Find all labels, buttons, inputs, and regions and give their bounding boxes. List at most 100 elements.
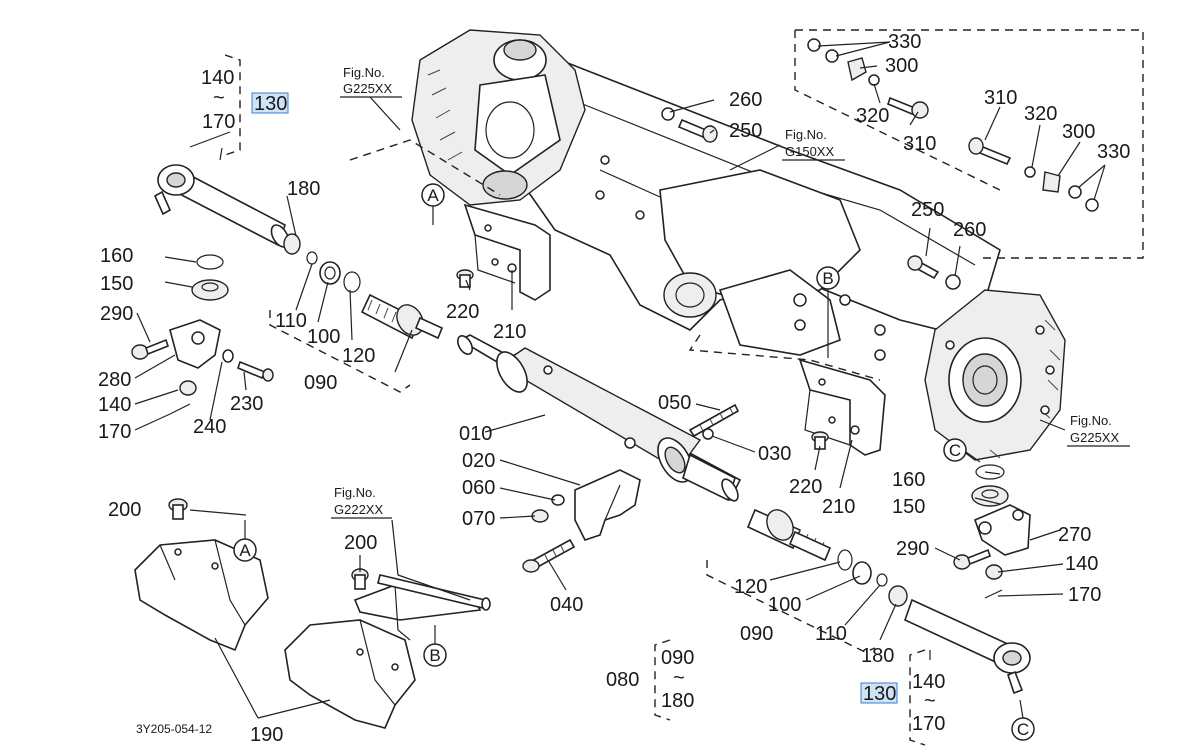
label-220-left: 220: [446, 301, 479, 323]
fitting-bolt-050: [688, 403, 740, 438]
label-140-right: 140: [1065, 553, 1098, 575]
label-110-right: 110: [815, 623, 847, 645]
washer-260-top: [661, 107, 675, 121]
label-190: 190: [250, 724, 283, 746]
marker-c-top: C: [943, 438, 981, 463]
label-150-left: 150: [100, 273, 133, 295]
marker-a-top: A: [421, 183, 445, 225]
svg-text:130: 130: [254, 93, 287, 115]
label-200-right: 200: [344, 532, 377, 554]
pin-170-right: [984, 589, 1003, 599]
washer-060: [551, 494, 565, 506]
label-020: 020: [462, 450, 495, 472]
cover-190-right: [284, 619, 416, 729]
bolt-250-right: [907, 255, 940, 280]
svg-text:170: 170: [912, 713, 945, 735]
bolt-230: [237, 360, 274, 382]
svg-text:130: 130: [863, 683, 896, 705]
svg-text:140: 140: [201, 67, 234, 89]
bolt-200-right: [351, 568, 369, 590]
svg-text:Fig.No.: Fig.No.: [334, 485, 376, 500]
range-bracket-group: [654, 639, 671, 721]
ring-120-left: [343, 271, 361, 293]
tie-rod-end-right: [746, 508, 832, 562]
svg-text:080: 080: [606, 669, 639, 691]
bolt-200-left: [168, 498, 188, 520]
label-160-right: 160: [892, 469, 925, 491]
locknut-180-right: [888, 585, 908, 607]
range-top-left: 140 ~ 170 130: [201, 67, 289, 133]
dust-cover-150-right: [971, 485, 1009, 507]
part-labels: 180 160 150 290 280 140 170 240 230 110 …: [98, 31, 1130, 746]
svg-text:170: 170: [202, 111, 235, 133]
label-240: 240: [193, 416, 226, 438]
label-280: 280: [98, 369, 131, 391]
steering-cylinder: [456, 334, 742, 502]
label-200-left: 200: [108, 499, 141, 521]
svg-text:G150XX: G150XX: [785, 144, 834, 159]
fig-ref-center: Fig.No. G150XX: [782, 127, 845, 161]
label-090-right: 090: [740, 623, 773, 645]
svg-text:Fig.No.: Fig.No.: [343, 65, 385, 80]
group-090-right: [706, 560, 876, 653]
svg-text:180: 180: [661, 690, 694, 712]
marker-a-bottom: A: [233, 520, 257, 562]
svg-text:~: ~: [924, 690, 936, 712]
clip-110-left: [306, 251, 318, 265]
label-290-left: 290: [100, 303, 133, 325]
nut-030: [702, 428, 714, 440]
bushing-160-right: [975, 464, 1005, 480]
tie-rod-right: [904, 598, 1031, 695]
fig-ref-top-left: Fig.No. G225XX: [340, 65, 402, 98]
label-260-right: 260: [953, 219, 986, 241]
svg-text:~: ~: [673, 667, 685, 689]
locknut-180-left: [283, 233, 301, 255]
front-axle-housing: [411, 29, 1066, 461]
label-060: 060: [462, 477, 495, 499]
bolt-040: [522, 538, 576, 573]
label-250-right: 250: [911, 199, 944, 221]
label-220-right: 220: [789, 476, 822, 498]
bracket-bolt-right: [811, 431, 829, 450]
washer-260-right: [945, 274, 961, 290]
bracket-bolt-left: [456, 269, 474, 288]
bolt-290-left: [131, 338, 169, 360]
label-040: 040: [550, 594, 583, 616]
svg-text:140: 140: [912, 671, 945, 693]
svg-text:Fig.No.: Fig.No.: [1070, 413, 1112, 428]
label-170-left: 170: [98, 421, 131, 443]
bolt-290-right: [953, 548, 991, 570]
label-300-top: 300: [885, 55, 918, 77]
label-290-right: 290: [896, 538, 929, 560]
cylinder-mount-020: [574, 469, 641, 541]
svg-text:C: C: [949, 441, 961, 460]
label-180-left: 180: [287, 178, 320, 200]
label-300-right: 300: [1062, 121, 1095, 143]
svg-text:G225XX: G225XX: [1070, 430, 1119, 445]
label-100-right: 100: [768, 594, 801, 616]
bushing-160-left: [196, 254, 224, 270]
label-320-top: 320: [856, 105, 889, 127]
knuckle-arm-270-right: [973, 504, 1031, 556]
label-160-left: 160: [100, 245, 133, 267]
knuckle-arm-280-left: [169, 319, 221, 369]
cover-190-left: [134, 539, 269, 652]
svg-text:B: B: [429, 646, 440, 665]
nut-140-left: [179, 380, 197, 396]
pin-170-left: [169, 403, 191, 415]
label-270: 270: [1058, 524, 1091, 546]
tie-rod-left: [153, 164, 290, 248]
clip-110-right: [876, 573, 888, 587]
svg-text:A: A: [427, 186, 439, 205]
label-230: 230: [230, 393, 263, 415]
marker-c-bottom: C: [1011, 699, 1035, 741]
cylinder-bracket-right: [798, 358, 886, 456]
label-170-right: 170: [1068, 584, 1101, 606]
cylinder-bracket-left: [463, 203, 551, 301]
tie-rod-end-left: [360, 293, 444, 340]
fig-ref-bottom: Fig.No. G222XX: [331, 485, 392, 519]
svg-text:090: 090: [661, 647, 694, 669]
svg-text:A: A: [239, 541, 251, 560]
leader-dash-top: [349, 139, 501, 196]
